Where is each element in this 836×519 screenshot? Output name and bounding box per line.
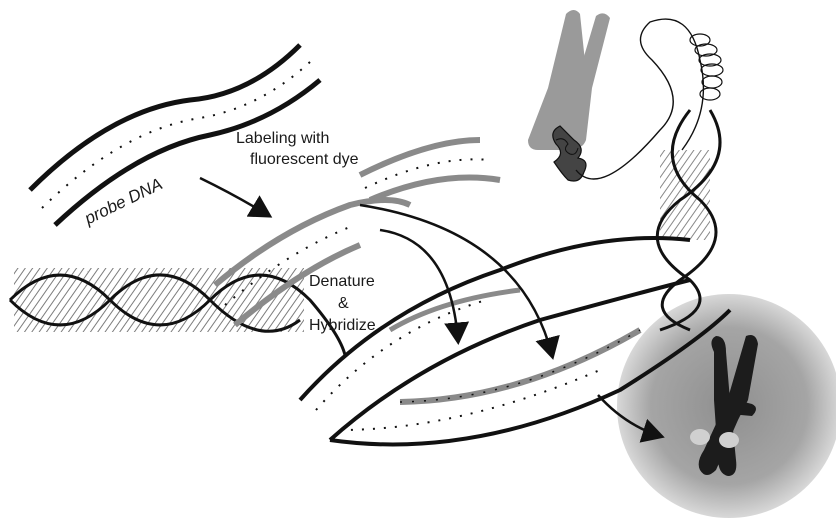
nucleus (617, 294, 836, 518)
ampersand-label: & (338, 295, 349, 313)
labeling-arrow (200, 178, 268, 215)
hybridize-arrow (360, 205, 552, 355)
signal-spot (719, 432, 739, 448)
labeling-label-line2: fluorescent dye (250, 151, 359, 169)
metaphase-chromosome (528, 10, 610, 181)
labeling-label-line1: Labeling with (236, 130, 329, 148)
signal-spot (690, 429, 710, 445)
hybridize-label: Hybridize (309, 317, 376, 335)
denature-label: Denature (309, 273, 375, 291)
